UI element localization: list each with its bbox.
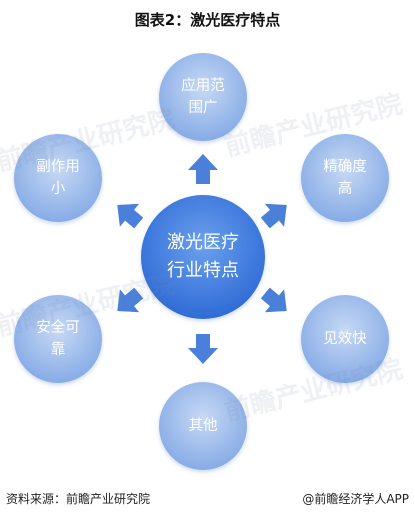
node-top-right-label: 精确度 高 <box>301 134 389 222</box>
arrow-down-right <box>260 287 287 313</box>
center-label-line-1: 激光医疗 <box>167 232 239 253</box>
arrow-up-left <box>117 203 144 229</box>
center-label: 激光医疗 行业特点 <box>141 195 265 319</box>
node-bottom-right-circle <box>301 295 389 383</box>
node-top-left-label: 副作用 小 <box>14 134 102 222</box>
node-top-line-1: 应用范 <box>181 78 225 94</box>
source-note: 资料来源：前瞻产业研究院 <box>6 492 151 506</box>
node-top-right-line-1: 精确度 <box>323 159 367 175</box>
node-bottom-circle <box>159 382 247 470</box>
node-top-line-2: 围广 <box>188 100 218 116</box>
node-top-label: 应用范 围广 <box>159 53 247 141</box>
node-bottom-line-1: 其他 <box>188 418 218 434</box>
node-bottom-right-label: 见效快 <box>301 295 389 383</box>
center-circle <box>141 195 265 319</box>
node-bottom-left-line-2: 靠 <box>50 342 66 358</box>
node-bottom-label: 其他 <box>159 382 247 470</box>
node-bottom-left-label: 安全可 靠 <box>14 295 102 383</box>
diagram-title: 图表2：激光医疗特点 <box>134 11 281 29</box>
node-bottom-left-circle <box>14 295 102 383</box>
arrow-down-left <box>117 287 144 313</box>
arrow-up <box>188 154 218 184</box>
node-top-right-circle <box>301 134 389 222</box>
node-bottom-left-line-1: 安全可 <box>36 320 80 336</box>
arrow-up-right <box>260 203 287 229</box>
node-top-circle <box>159 53 247 141</box>
node-bottom-right-line-1: 见效快 <box>323 331 367 347</box>
node-top-left-circle <box>14 134 102 222</box>
node-top-right-line-2: 高 <box>337 181 353 197</box>
center-label-line-2: 行业特点 <box>167 260 239 281</box>
node-top-left-line-2: 小 <box>50 181 66 197</box>
brand-credit: @前瞻经济学人APP <box>302 492 409 506</box>
node-top-left-line-1: 副作用 <box>36 159 80 175</box>
arrow-down <box>188 334 218 364</box>
